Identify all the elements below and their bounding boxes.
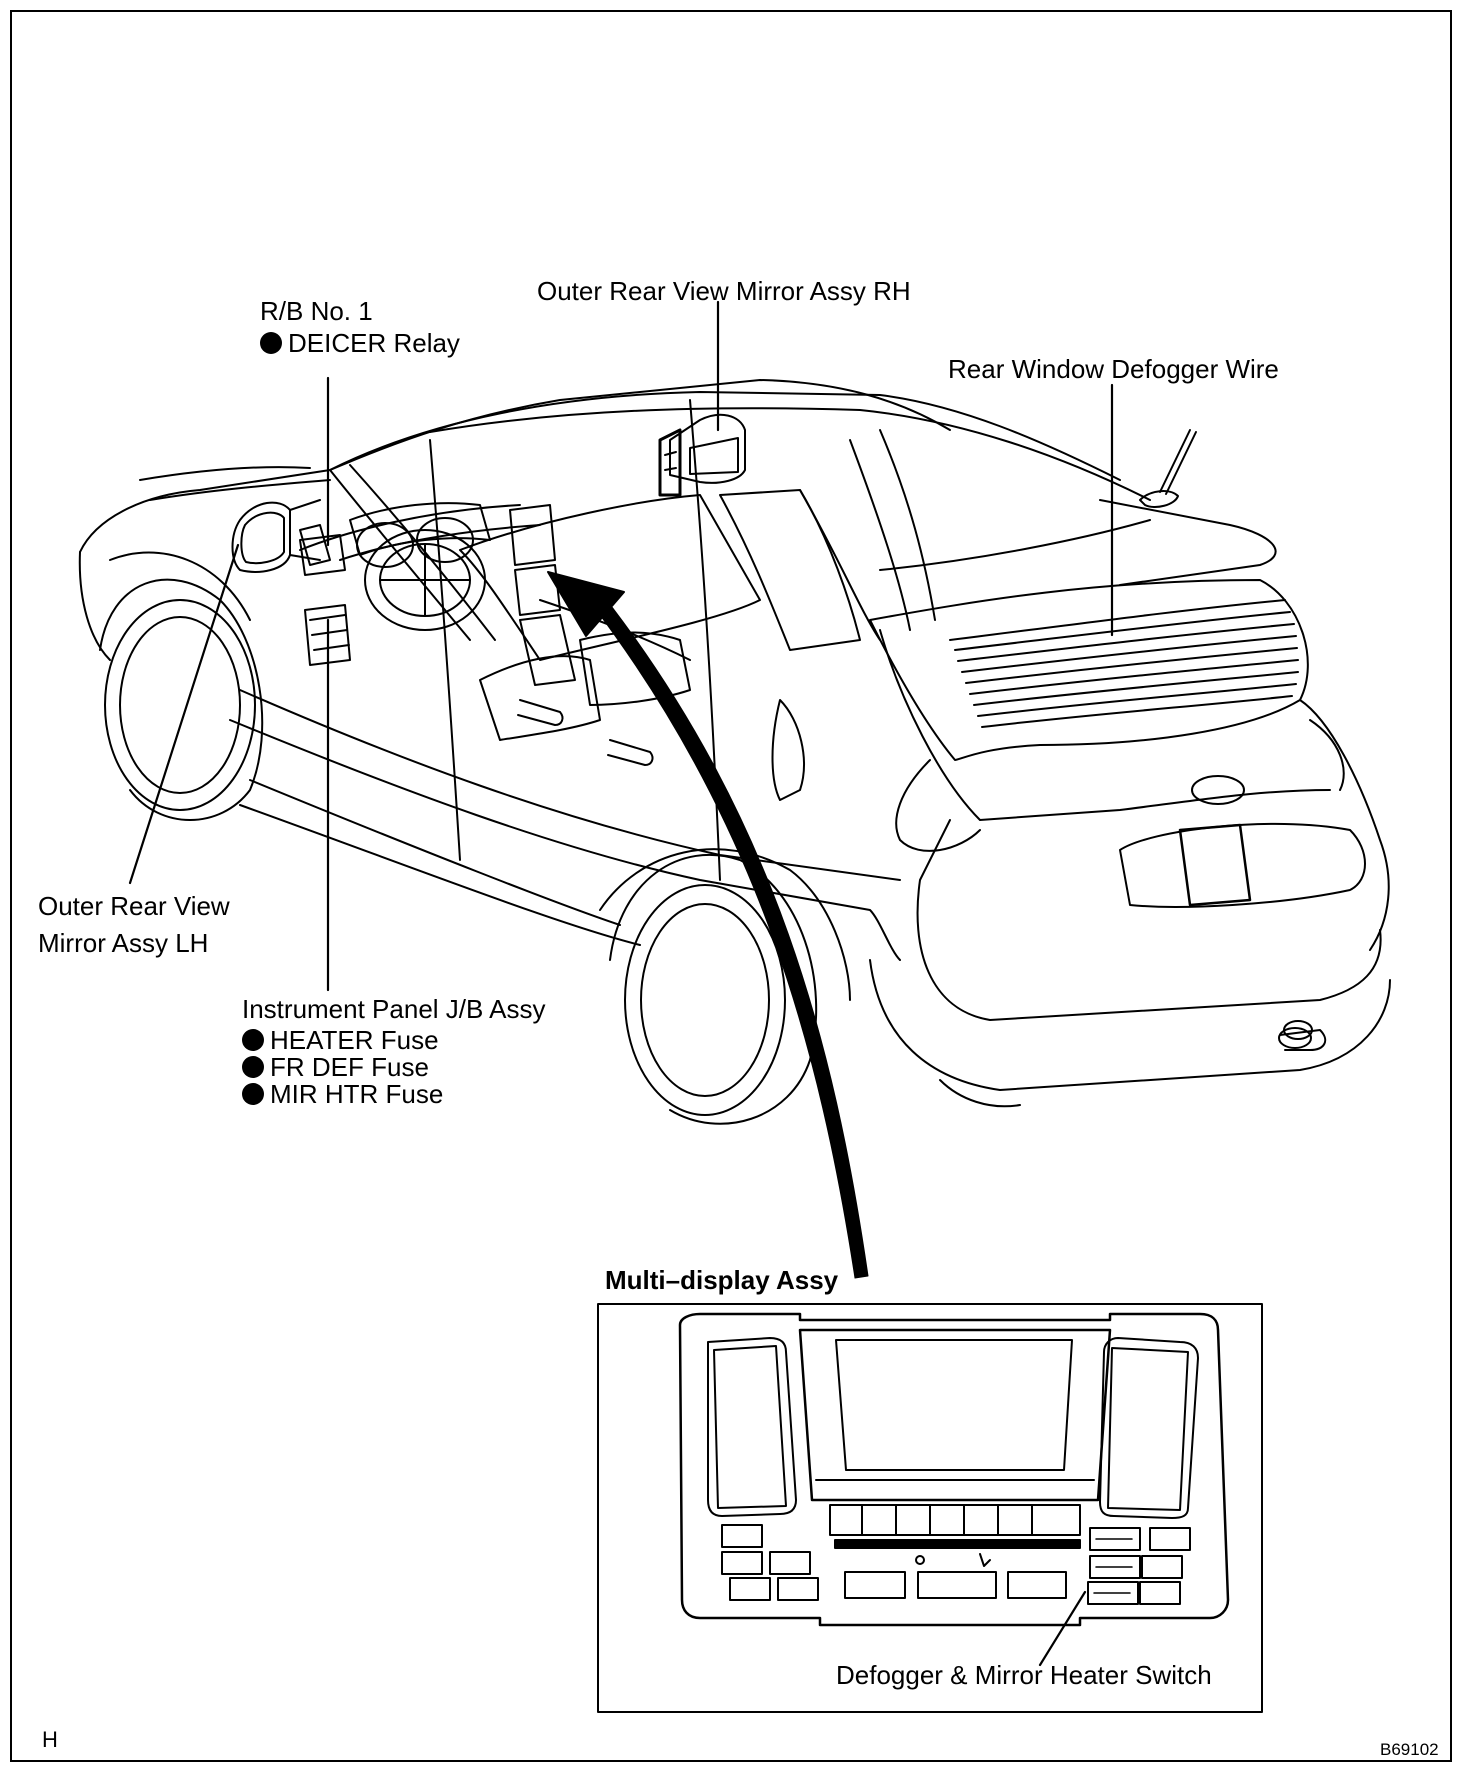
fr-def-fuse-label: FR DEF Fuse bbox=[242, 1052, 429, 1082]
multi-display-label: Multi–display Assy bbox=[605, 1265, 839, 1295]
fr-def-fuse-text: FR DEF Fuse bbox=[270, 1052, 429, 1082]
bullet-icon bbox=[242, 1083, 264, 1105]
diagram-frame bbox=[10, 10, 1452, 1762]
figure-code: B69102 bbox=[1380, 1740, 1439, 1759]
leader-lines bbox=[128, 300, 1114, 1667]
mir-htr-fuse-text: MIR HTR Fuse bbox=[270, 1079, 444, 1109]
heater-fuse-text: HEATER Fuse bbox=[270, 1025, 439, 1055]
deicer-relay-label: DEICER Relay bbox=[260, 328, 460, 358]
mirror-lh-label-line2: Mirror Assy LH bbox=[38, 928, 209, 958]
wheels bbox=[99, 551, 1313, 1125]
defogger-switch-label: Defogger & Mirror Heater Switch bbox=[836, 1660, 1212, 1690]
bullet-icon bbox=[242, 1029, 264, 1051]
bullet-icon bbox=[242, 1056, 264, 1078]
mir-htr-fuse-label: MIR HTR Fuse bbox=[242, 1079, 443, 1109]
curved-arrow bbox=[547, 571, 869, 1279]
multi-display-inset bbox=[597, 1303, 1263, 1713]
bullet-icon bbox=[260, 332, 282, 354]
heater-fuse-label: HEATER Fuse bbox=[242, 1025, 439, 1055]
instrument-panel-jb-label: Instrument Panel J/B Assy bbox=[242, 994, 546, 1024]
rb-no1-label: R/B No. 1 bbox=[260, 296, 373, 326]
mirror-lh-label-line1: Outer Rear View bbox=[38, 891, 230, 921]
mirror-rh-label: Outer Rear View Mirror Assy RH bbox=[537, 276, 911, 306]
deicer-relay-text: DEICER Relay bbox=[288, 328, 460, 358]
defogger-wire-label: Rear Window Defogger Wire bbox=[948, 354, 1279, 384]
footer-left-code: H bbox=[42, 1727, 58, 1752]
vehicle-body bbox=[78, 379, 1391, 1108]
